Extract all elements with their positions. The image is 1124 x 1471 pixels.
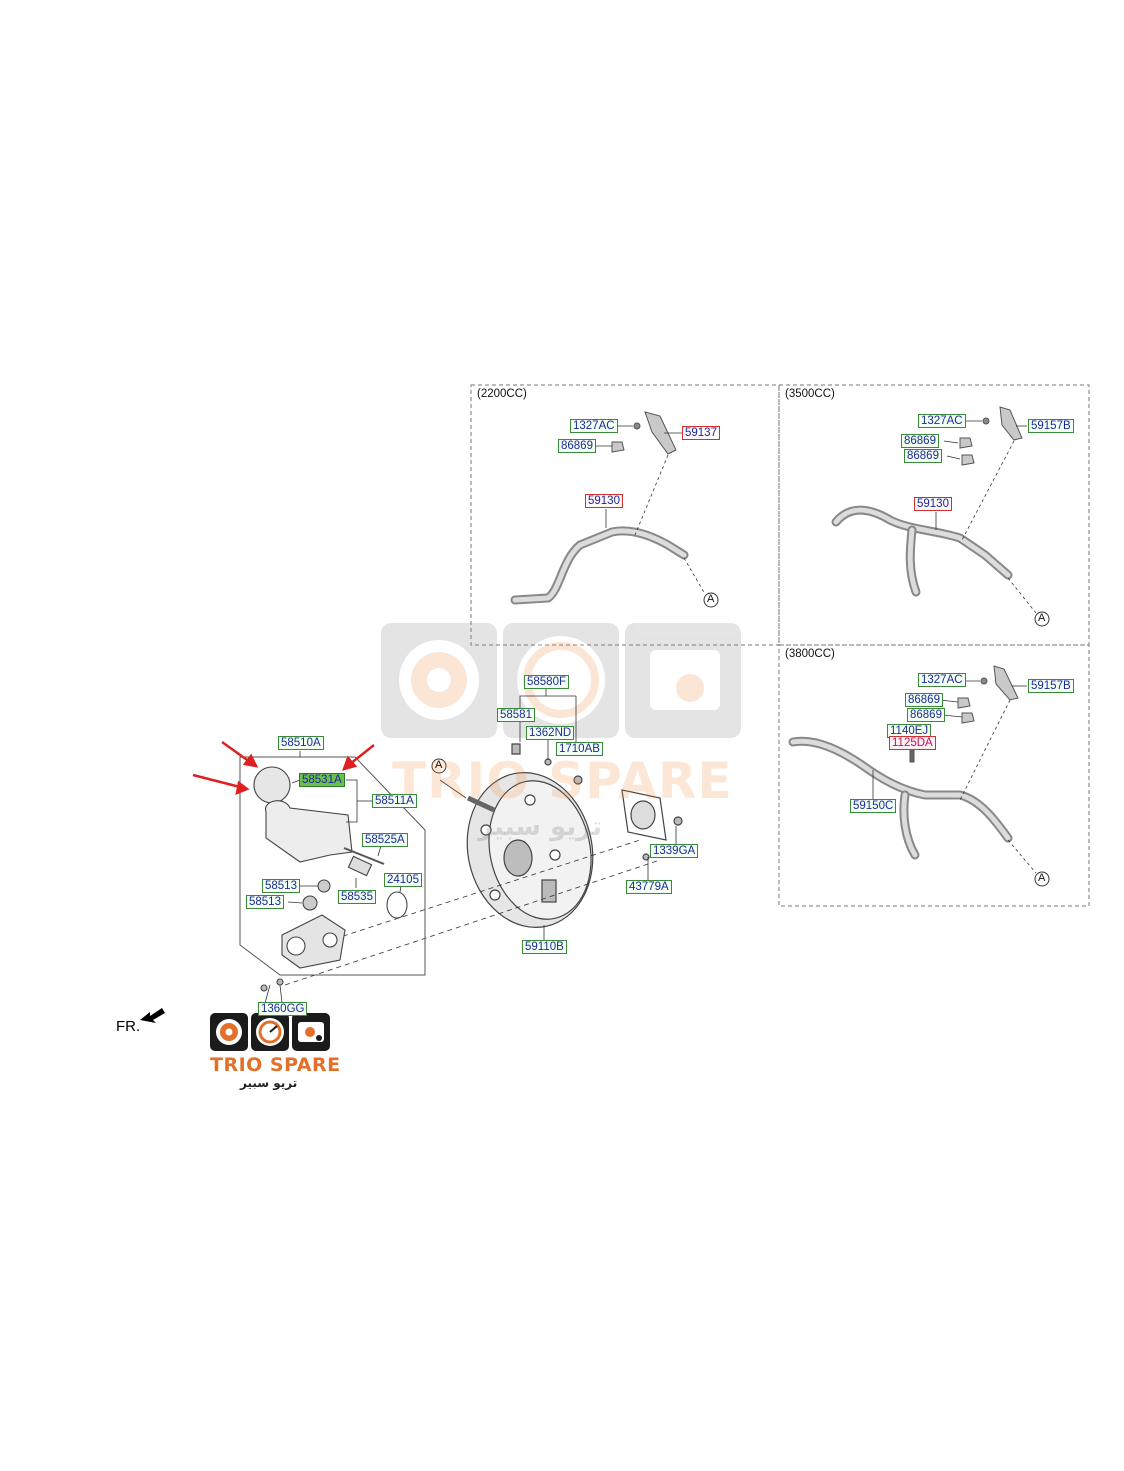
callout-marker-a-booster bbox=[431, 758, 447, 774]
brand-name-ar: تريو سبير bbox=[240, 1076, 298, 1090]
watermark-brand-ar: تريو سبير bbox=[478, 812, 603, 842]
part-label-59130[interactable]: 59130 bbox=[585, 494, 623, 508]
part-label-59137[interactable]: 59137 bbox=[682, 426, 720, 440]
bracket-59137 bbox=[644, 411, 677, 455]
part-label-58581[interactable]: 58581 bbox=[497, 708, 535, 722]
callout-marker-a-3800 bbox=[1034, 871, 1050, 887]
leaders-3500cc bbox=[935, 420, 1037, 614]
bracket-59157b-b bbox=[993, 665, 1019, 701]
clip-86869-c bbox=[961, 454, 975, 466]
bolt-1327ac-c bbox=[980, 677, 988, 685]
part-label-58580f[interactable]: 58580F bbox=[524, 675, 570, 689]
part-label-86869[interactable]: 86869 bbox=[907, 708, 945, 722]
part-label-86869[interactable]: 86869 bbox=[901, 434, 939, 448]
o-ring-24105 bbox=[386, 891, 408, 919]
brand-logo-icons bbox=[210, 1013, 330, 1051]
hose-59130-b bbox=[831, 505, 1013, 580]
front-arrow-icon bbox=[140, 1008, 165, 1023]
part-label-58513[interactable]: 58513 bbox=[262, 879, 300, 893]
reservoir-58511a bbox=[265, 800, 353, 863]
section-frames bbox=[470, 384, 1090, 907]
master-cylinder-leaders bbox=[264, 779, 402, 1004]
part-label-1125da[interactable]: 1125DA bbox=[889, 736, 936, 750]
part-label-86869[interactable]: 86869 bbox=[904, 449, 942, 463]
part-label-58525a[interactable]: 58525A bbox=[362, 833, 408, 847]
part-label-43779a[interactable]: 43779A bbox=[626, 880, 672, 894]
leaders-3800cc bbox=[872, 680, 1037, 874]
frame-2200cc bbox=[470, 384, 780, 646]
part-label-58535[interactable]: 58535 bbox=[338, 890, 376, 904]
booster-leaders bbox=[284, 688, 677, 986]
front-direction-label: FR. bbox=[116, 1018, 141, 1035]
part-label-1360gg[interactable]: 1360GG bbox=[258, 1002, 308, 1016]
callout-marker-label: A bbox=[1038, 612, 1046, 624]
highlight-arrows bbox=[192, 740, 375, 796]
leaders-2200cc bbox=[594, 425, 706, 595]
watermark-brand: TRIO SPARE bbox=[392, 752, 733, 810]
part-label-1710ab[interactable]: 1710AB bbox=[556, 742, 603, 756]
part-label-86869[interactable]: 86869 bbox=[558, 439, 596, 453]
brake-booster-59110b bbox=[466, 743, 683, 928]
bolt-1327ac-a bbox=[633, 422, 641, 430]
callout-marker-a-3500 bbox=[1034, 611, 1050, 627]
brand-name: TRIO SPARE bbox=[210, 1054, 341, 1076]
reservoir-cap-58531a bbox=[253, 766, 291, 804]
callout-marker-label: A bbox=[435, 759, 443, 771]
part-label-58511a[interactable]: 58511A bbox=[372, 794, 417, 808]
clip-86869-b bbox=[959, 437, 973, 449]
callout-marker-label: A bbox=[707, 593, 715, 605]
part-label-1327ac[interactable]: 1327AC bbox=[918, 414, 966, 428]
clip-86869-d bbox=[957, 697, 971, 709]
callout-marker-a-2200 bbox=[703, 592, 719, 608]
master-cylinder-frame bbox=[239, 751, 426, 976]
callout-marker-label: A bbox=[1038, 872, 1046, 884]
part-label-59157b[interactable]: 59157B bbox=[1028, 419, 1074, 433]
part-label-59130[interactable]: 59130 bbox=[914, 497, 952, 511]
part-label-1327ac[interactable]: 1327AC bbox=[918, 673, 966, 687]
clip-86869-a bbox=[611, 441, 625, 453]
part-label-1327ac[interactable]: 1327AC bbox=[570, 419, 618, 433]
part-label-59150c[interactable]: 59150C bbox=[850, 799, 897, 813]
part-label-86869[interactable]: 86869 bbox=[905, 693, 943, 707]
assembly-3500cc bbox=[831, 406, 1023, 597]
master-cylinder-assembly bbox=[253, 766, 408, 992]
section-title-3800cc: (3800CC) bbox=[785, 648, 835, 660]
bolt-1327ac-b bbox=[982, 417, 990, 425]
part-label-59110b[interactable]: 59110B bbox=[522, 940, 567, 954]
bracket-59157b-a bbox=[999, 406, 1023, 441]
part-label-24105[interactable]: 24105 bbox=[384, 873, 422, 887]
part-label-58513[interactable]: 58513 bbox=[246, 895, 284, 909]
clip-86869-e bbox=[961, 712, 975, 724]
assembly-2200cc bbox=[510, 411, 689, 605]
part-label-58531a[interactable]: 58531A bbox=[299, 773, 345, 787]
part-label-1339ga[interactable]: 1339GA bbox=[650, 844, 699, 858]
part-label-58510a[interactable]: 58510A bbox=[278, 736, 324, 750]
bolt-1125da bbox=[909, 747, 915, 763]
frame-3800cc bbox=[778, 644, 1090, 907]
part-label-1362nd[interactable]: 1362ND bbox=[526, 726, 575, 740]
part-label-1140ej[interactable]: 1140EJ bbox=[887, 724, 932, 738]
section-title-2200cc: (2200CC) bbox=[477, 388, 527, 400]
assembly-3800cc bbox=[788, 665, 1019, 860]
section-title-3500cc: (3500CC) bbox=[785, 388, 835, 400]
part-label-59157b[interactable]: 59157B bbox=[1028, 679, 1074, 693]
